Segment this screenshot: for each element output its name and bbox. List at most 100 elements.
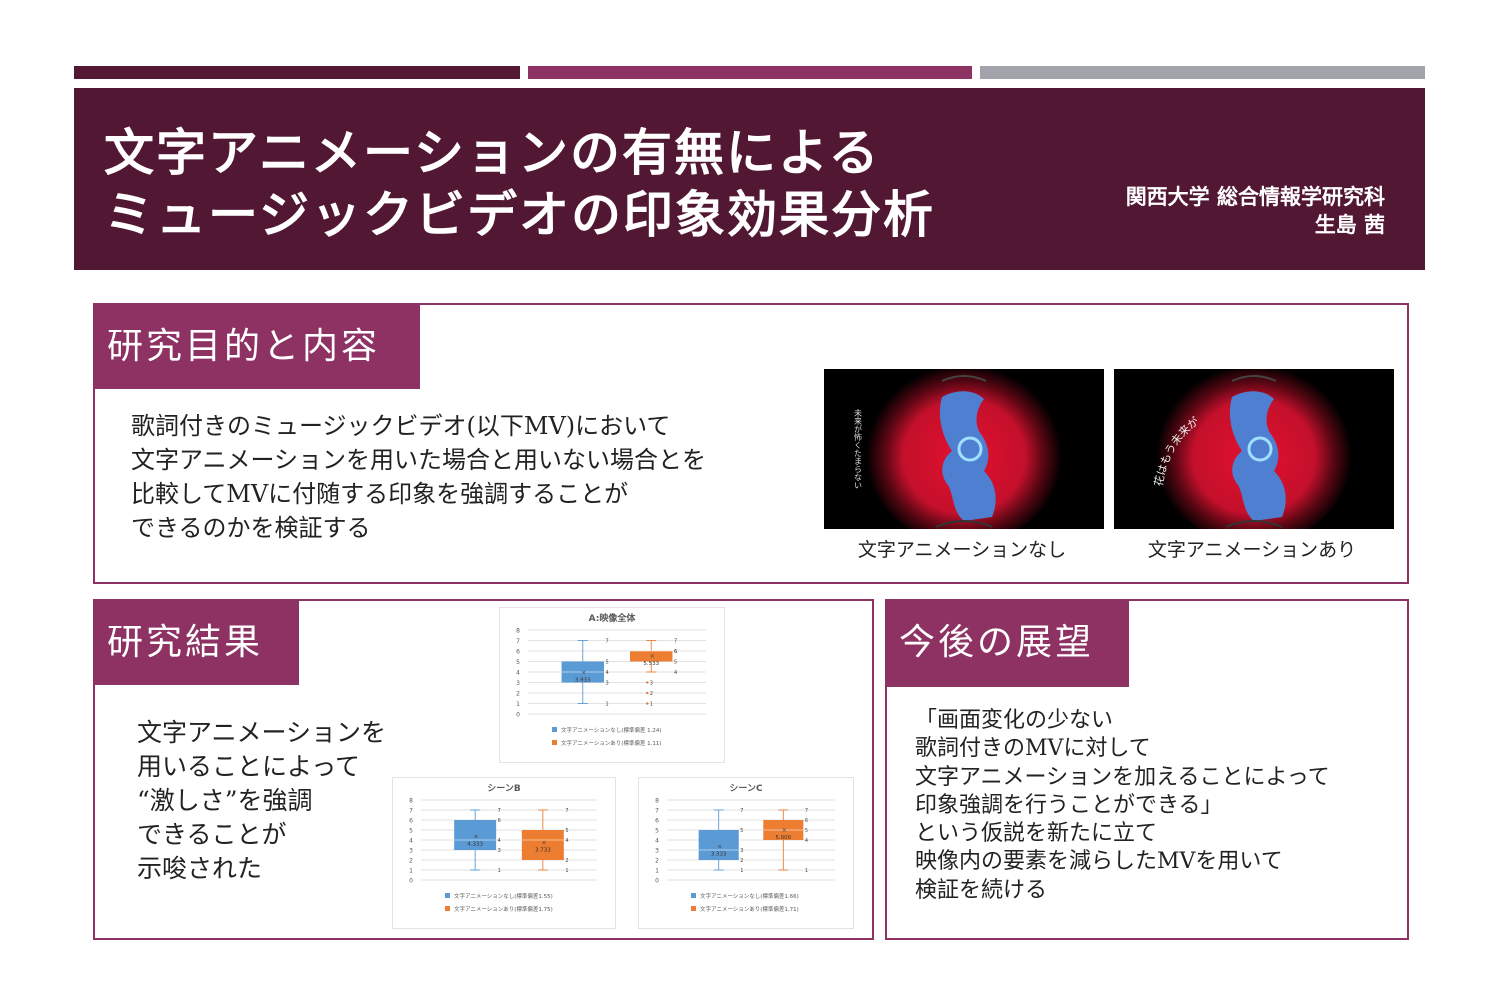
legend-label: 文字アニメーションあり(標準偏差1.75) [454,905,553,913]
chart-title: シーンC [729,783,763,794]
results-line: “激しさ”を強調 [137,786,313,815]
y-tick-label: 3 [409,848,413,855]
results-line: できることが [137,820,287,849]
purpose-line: 比較してMVに付随する印象を強調することが [131,480,629,508]
y-tick-label: 8 [409,798,413,805]
box-value-label: 3 [605,681,608,687]
box-value-label: 7 [605,639,608,645]
poster-title: 文字アニメーションの有無による ミュージックビデオの印象効果分析 [104,122,935,246]
mean-marker: × [782,827,787,834]
legend-swatch [445,893,450,898]
video-lyric-vertical: 未来が怖くたまらない [854,408,863,489]
accent-bar-magenta [528,66,972,79]
results-line: 示唆された [137,854,263,883]
purpose-line: 文字アニメーションを用いた場合と用いない場合とを [131,446,707,474]
box-value-label: 5 [674,660,677,666]
purpose-heading: 研究目的と内容 [95,305,420,389]
y-tick-label: 1 [655,868,659,875]
y-tick-label: 6 [516,649,520,656]
box-value-label: 3 [740,848,743,854]
caption-with-animation: 文字アニメーションあり [1147,539,1357,561]
title-line-2: ミュージックビデオの印象効果分析 [104,186,935,244]
box-value-label: 4 [605,670,608,676]
legend-swatch [691,906,696,911]
box-value-label: 6 [674,649,677,655]
results-line: 文字アニメーションを [137,718,387,747]
y-tick-label: 3 [655,848,659,855]
mean-marker: × [581,670,586,677]
chart-title: シーンB [487,783,521,794]
future-line: 「画面変化の少ない [915,708,1114,733]
box-value-label: 4 [805,838,808,844]
legend-label: 文字アニメーションあり(標準偏差 1.11) [561,739,662,747]
boxplot-svg-b: シーンB012345678×4.33376431文字アニメーションなし(標準偏差… [409,783,597,913]
box-value-label: 2 [565,858,568,864]
y-tick-label: 1 [516,701,520,708]
results-line: 用いることによって [137,752,361,781]
mean-marker: × [541,840,546,847]
legend-label: 文字アニメーションなし(標準偏差1.66) [700,892,799,900]
mean-label: 5.533 [643,661,659,667]
title-line-1: 文字アニメーションの有無による [104,124,881,182]
box-value-label: 5 [740,828,743,834]
legend-label: 文字アニメーションなし(標準偏差1.55) [454,892,553,900]
box-value-label: 1 [605,702,608,708]
future-line: 検証を続ける [915,877,1048,903]
title-banner: 文字アニメーションの有無による ミュージックビデオの印象効果分析 関西大学 総合… [74,88,1425,270]
y-tick-label: 5 [655,828,659,835]
box-value-label: 7 [565,808,568,814]
box-value-label: 6 [498,818,501,824]
outlier-point [646,681,649,684]
y-tick-label: 0 [655,878,659,885]
y-tick-label: 8 [655,798,659,805]
mean-label: 4.333 [467,842,483,848]
mean-label: 3.733 [535,848,551,854]
y-tick-label: 7 [516,638,520,645]
purpose-text: 歌詞付きのミュージックビデオ(以下MV)において 文字アニメーションを用いた場合… [131,409,706,545]
legend-label: 文字アニメーションなし(標準偏差 1.24) [561,726,662,734]
y-tick-label: 1 [409,868,413,875]
outlier-label: 2 [650,691,653,697]
y-tick-label: 2 [655,858,659,865]
outlier-point [646,691,649,695]
y-tick-label: 0 [409,878,413,885]
mean-label: 5.000 [775,835,791,841]
mean-label: 3.333 [711,852,727,858]
y-tick-label: 7 [655,808,659,815]
mean-marker: × [717,844,722,851]
box-value-label: 4 [674,670,677,676]
box-value-label: 1 [740,868,743,874]
boxplot-svg-a: A:映像全体012345678×3.93375431文字アニメーションなし(標準… [516,612,706,747]
mean-label: 3.933 [575,678,591,684]
y-tick-label: 0 [516,712,520,719]
future-line: 歌詞付きのMVに対して [915,736,1151,762]
box-value-label: 5 [605,660,608,666]
accent-bar-gray [980,66,1425,79]
box-value-label: 2 [740,858,743,864]
purpose-panel: 研究目的と内容 歌詞付きのミュージックビデオ(以下MV)において 文字アニメーシ… [93,303,1409,584]
results-text: 文字アニメーションを 用いることによって “激しさ”を強調 できることが 示唆さ… [137,716,386,886]
legend-swatch [552,740,557,745]
y-tick-label: 5 [516,659,520,666]
mean-marker: × [474,834,479,841]
legend-swatch [445,906,450,911]
future-heading: 今後の展望 [887,601,1129,687]
box [698,830,739,860]
y-tick-label: 4 [655,838,659,845]
author-name: 生島 茜 [1314,213,1385,237]
future-line: という仮説を新たに立て [915,821,1158,847]
box-value-label: 1 [565,868,568,874]
box [521,830,564,860]
y-tick-label: 2 [516,691,520,698]
box-value-label: 6 [805,818,808,824]
video-still-without-animation: 未来が怖くたまらない [824,369,1104,529]
chart-title: A:映像全体 [589,612,637,624]
results-panel: 研究結果 文字アニメーションを 用いることによって “激しさ”を強調 できること… [93,599,874,940]
future-panel: 今後の展望 「画面変化の少ない 歌詞付きのMVに対して 文字アニメーションを加え… [885,599,1409,940]
y-tick-label: 8 [516,628,520,635]
box-value-label: 5 [565,828,568,834]
outlier-point [646,702,649,705]
legend-label: 文字アニメーションあり(標準偏差1.71) [700,905,799,913]
boxplot-svg-c: シーンC012345678×3.33375321文字アニメーションなし(標準偏差… [655,783,835,913]
